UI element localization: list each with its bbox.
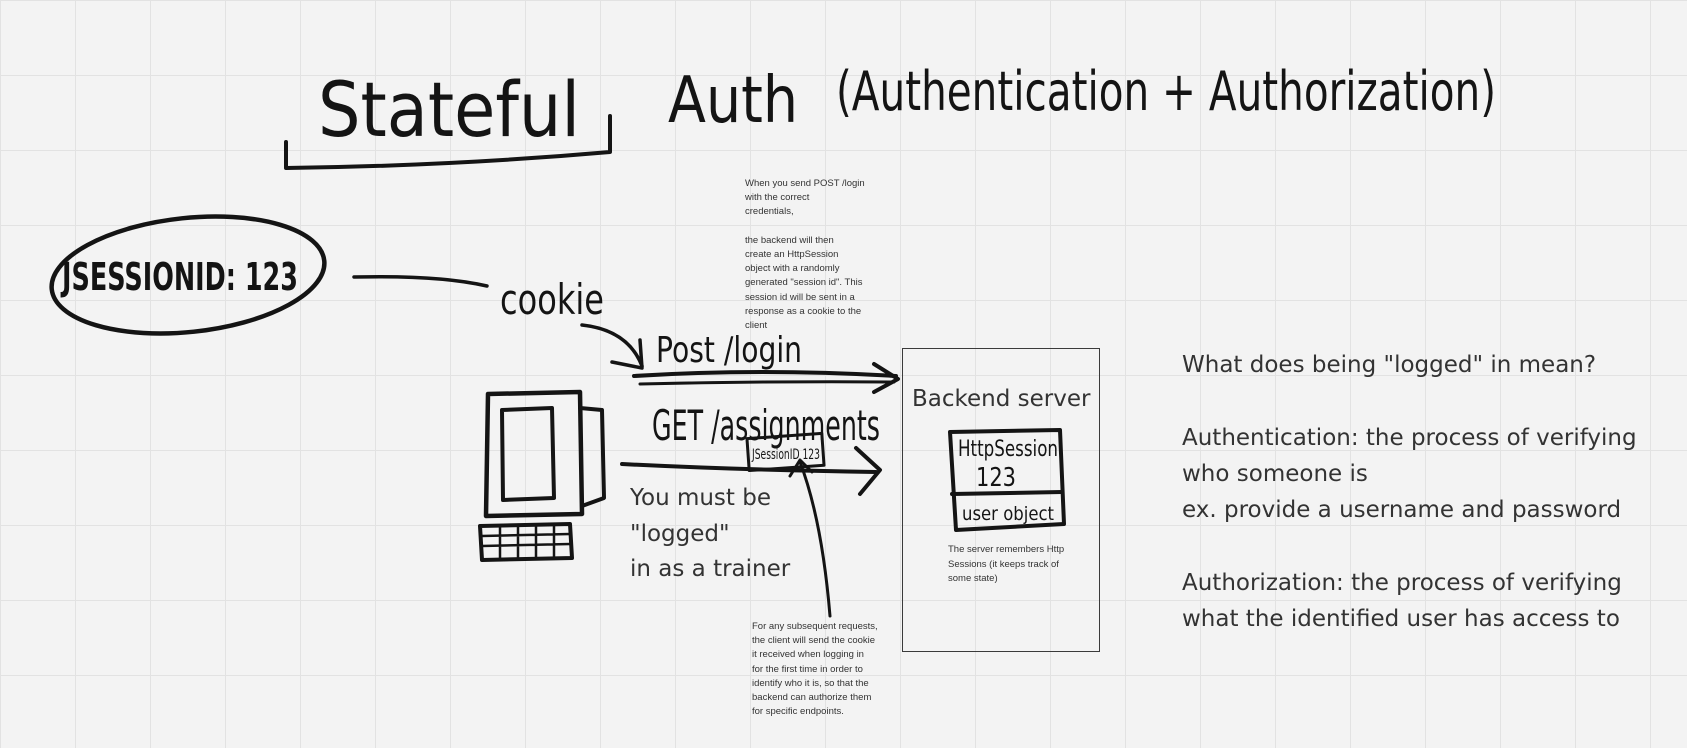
get-session-tag-box [745,431,826,473]
subsequent-note-pointer-head [788,458,814,478]
cookie-connector [352,274,489,288]
backend-server-label: Backend server [912,386,1091,412]
post-login-label: Post /login [656,330,802,371]
authentication-example: ex. provide a username and password [1182,497,1622,523]
post-login-arrow-double [638,380,896,386]
session-cookie-oval [49,214,327,336]
http-session-divider [950,490,1064,496]
authentication-definition-line1: Authentication: the process of verifying [1182,425,1637,451]
get-assignments-arrowhead [854,446,882,496]
authorization-definition-line1: Authorization: the process of verifying [1182,570,1622,596]
login-note: When you send POST /login with the corre… [745,178,865,332]
get-session-tag: JSessionID 123 [751,447,820,463]
get-assignments-arrow [620,462,878,474]
http-session-id: 123 [976,463,1016,493]
must-be-logged-line1: You must be [630,485,771,511]
server-sessions-note: The server remembers Http Sessions (it k… [948,544,1065,584]
post-login-arrowhead [872,362,900,394]
must-be-logged-line2: "logged" [630,521,730,547]
title-stateful: Stateful [318,65,580,154]
cookie-to-post-arrowhead [610,338,644,370]
stateful-bracket [284,114,612,170]
title-auth: Auth [668,64,798,138]
authorization-definition-line2: what the identified user has access to [1182,606,1620,632]
post-login-arrow [632,370,898,378]
authentication-definition-line2: who someone is [1182,461,1368,487]
http-session-box [948,428,1066,532]
session-cookie-text: JSESSIONID: 123 [60,255,298,299]
cookie-to-post-arrow [580,323,644,368]
client-computer-icon [478,389,606,562]
title-subtitle: (Authentication + Authorization) [836,60,1496,123]
subsequent-note-pointer [798,460,832,618]
must-be-logged-line3: in as a trainer [630,556,791,582]
subsequent-request-note: For any subsequent requests, the client … [752,621,878,718]
cookie-label: cookie [500,275,604,324]
backend-server-frame [902,348,1100,652]
http-session-header: HttpSession [958,437,1058,462]
logged-question: What does being "logged" in mean? [1182,352,1597,378]
user-object-label: user object [962,503,1054,525]
get-assignments-label: GET /assignments [652,401,880,450]
